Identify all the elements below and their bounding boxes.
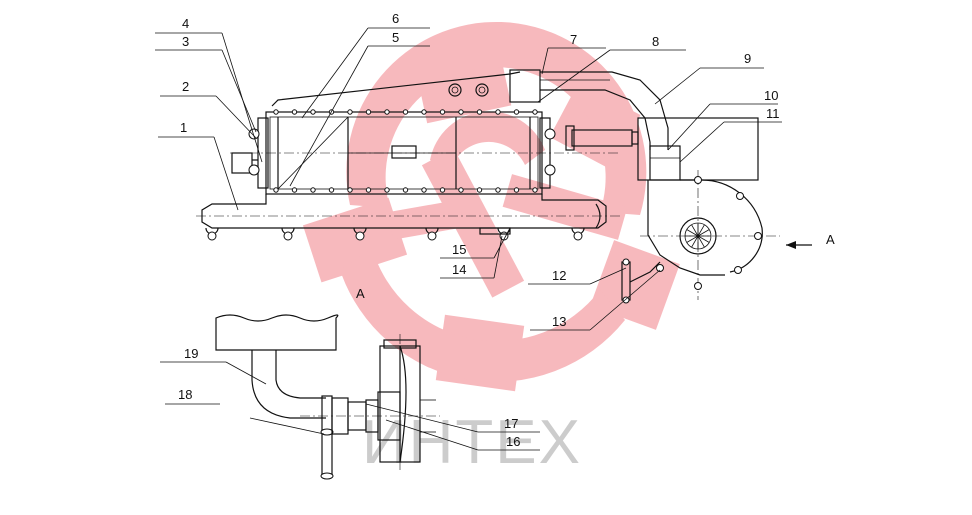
callout-1: 1 bbox=[180, 120, 187, 135]
bolt bbox=[439, 187, 446, 193]
callout-18: 18 bbox=[178, 387, 192, 402]
bolt bbox=[421, 109, 427, 115]
callout-11: 11 bbox=[766, 106, 780, 121]
bolt bbox=[513, 109, 520, 115]
watermark-text: ИНТЕХ bbox=[362, 408, 582, 477]
section-mark-a: A bbox=[356, 286, 365, 301]
callout-10: 10 bbox=[764, 88, 778, 103]
bolt bbox=[458, 109, 464, 115]
bolt bbox=[273, 187, 279, 193]
bolt bbox=[513, 187, 520, 193]
bolt bbox=[328, 187, 335, 193]
callout-14: 14 bbox=[452, 262, 466, 277]
foot-pad bbox=[283, 231, 293, 241]
watermark-logo: ИНТЕХ bbox=[302, 21, 680, 477]
foot-pad bbox=[427, 231, 437, 241]
impeller-blade bbox=[691, 224, 699, 237]
callout-2: 2 bbox=[182, 79, 189, 94]
bolt bbox=[365, 109, 372, 115]
impeller-blade bbox=[697, 229, 710, 237]
bolt bbox=[458, 187, 464, 193]
callout-17: 17 bbox=[504, 416, 518, 431]
foot-pad bbox=[573, 231, 583, 241]
bolt bbox=[384, 109, 390, 115]
support-feet bbox=[205, 227, 585, 241]
bolt bbox=[291, 187, 298, 193]
impeller-blade bbox=[691, 235, 699, 248]
callout-12: 12 bbox=[552, 268, 566, 283]
flange-bolts-bottom bbox=[273, 187, 538, 193]
impeller-blade bbox=[686, 235, 699, 243]
detail-view-a bbox=[215, 314, 440, 480]
callout-6: 6 bbox=[392, 11, 399, 26]
bolt bbox=[532, 109, 538, 115]
callout-13: 13 bbox=[552, 314, 566, 329]
bolt bbox=[402, 187, 409, 193]
view-arrow-a-label: A bbox=[826, 232, 835, 247]
bolt bbox=[310, 109, 316, 115]
impeller-blade bbox=[686, 229, 699, 237]
callout-19: 19 bbox=[184, 346, 198, 361]
callout-9: 9 bbox=[744, 51, 751, 66]
flange-bolts-top bbox=[273, 109, 538, 115]
impeller-blade bbox=[697, 224, 705, 237]
bolt bbox=[273, 109, 279, 115]
callout-5: 5 bbox=[392, 30, 399, 45]
impeller-blade bbox=[697, 235, 710, 243]
callout-leaders bbox=[155, 27, 812, 451]
bolt bbox=[365, 187, 372, 193]
bolt bbox=[402, 109, 409, 115]
bolt bbox=[439, 109, 446, 115]
callout-3: 3 bbox=[182, 34, 189, 49]
bolt bbox=[347, 187, 353, 193]
callout-4: 4 bbox=[182, 16, 189, 31]
bolt bbox=[476, 109, 483, 115]
callout-8: 8 bbox=[652, 34, 659, 49]
callout-labels: 1 2 3 4 5 6 7 8 9 10 11 12 13 14 15 16 1… bbox=[178, 11, 835, 449]
bolt bbox=[384, 187, 390, 193]
callout-15: 15 bbox=[452, 242, 466, 257]
callout-7: 7 bbox=[570, 32, 577, 47]
bolt bbox=[495, 187, 501, 193]
bolt bbox=[421, 187, 427, 193]
bolt bbox=[532, 187, 538, 193]
bolt bbox=[476, 187, 483, 193]
bolt bbox=[347, 109, 353, 115]
foot-pad bbox=[207, 231, 217, 241]
bolt bbox=[291, 109, 298, 115]
bolt bbox=[495, 109, 501, 115]
main-heater-assembly bbox=[196, 69, 780, 304]
foot-pad bbox=[355, 231, 365, 241]
bolt bbox=[310, 187, 316, 193]
impeller-blade bbox=[697, 235, 705, 248]
callout-16: 16 bbox=[506, 434, 520, 449]
